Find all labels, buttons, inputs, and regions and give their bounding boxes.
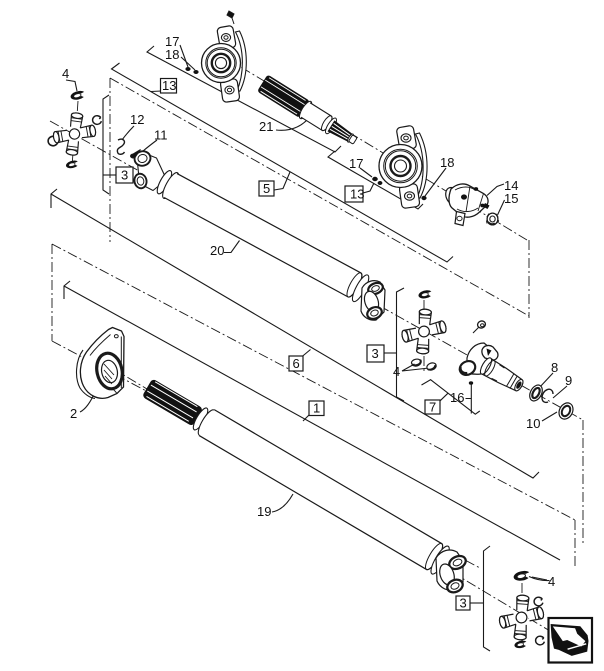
svg-text:14: 14 — [504, 178, 518, 193]
svg-text:6: 6 — [293, 356, 300, 371]
svg-text:3: 3 — [460, 596, 467, 611]
svg-text:4: 4 — [393, 364, 400, 379]
svg-text:8: 8 — [551, 360, 558, 375]
svg-text:20: 20 — [210, 243, 224, 258]
svg-text:19: 19 — [257, 504, 271, 519]
svg-text:17: 17 — [165, 34, 179, 49]
svg-text:5: 5 — [263, 181, 270, 196]
svg-text:18: 18 — [165, 47, 179, 62]
svg-text:2: 2 — [70, 406, 77, 421]
svg-text:3: 3 — [372, 346, 379, 361]
svg-text:4: 4 — [62, 66, 69, 81]
svg-text:13: 13 — [162, 78, 176, 93]
svg-text:16: 16 — [450, 390, 464, 405]
svg-text:4: 4 — [548, 574, 555, 589]
svg-text:18: 18 — [440, 155, 454, 170]
svg-text:13: 13 — [350, 187, 364, 202]
svg-text:15: 15 — [504, 191, 518, 206]
svg-text:9: 9 — [565, 373, 572, 388]
svg-text:1: 1 — [313, 401, 320, 416]
svg-text:21: 21 — [259, 119, 273, 134]
svg-text:10: 10 — [526, 416, 540, 431]
svg-text:12: 12 — [130, 112, 144, 127]
svg-text:3: 3 — [121, 168, 128, 183]
svg-text:11: 11 — [154, 128, 168, 143]
svg-text:7: 7 — [429, 400, 436, 415]
svg-text:17: 17 — [349, 156, 363, 171]
